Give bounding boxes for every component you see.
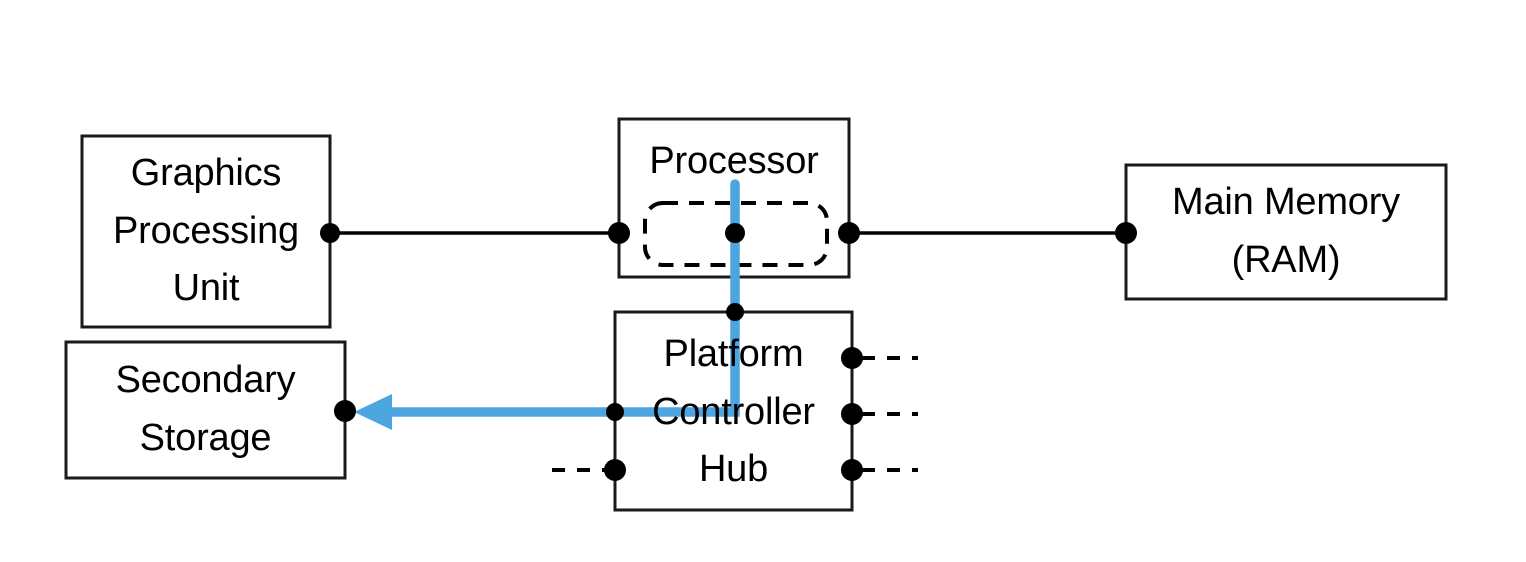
dot-processor-right: [838, 222, 860, 244]
dma-data-path-group[interactable]: [354, 179, 740, 430]
gpu-box[interactable]: [80, 134, 332, 329]
dot-pch-left-mid: [606, 403, 624, 421]
dot-pch-right-low: [841, 459, 863, 481]
dma-data-path-line[interactable]: [373, 179, 740, 417]
dot-pch-left-low: [604, 459, 626, 481]
dot-processor-center: [725, 223, 745, 243]
main-memory-box[interactable]: [1124, 163, 1448, 301]
dot-main-memory: [1115, 222, 1137, 244]
dma-data-path-arrowhead: [354, 394, 392, 430]
connector-dots-group: [320, 222, 1137, 481]
peripheral-stubs-group: [552, 356, 918, 472]
dot-gpu-bus: [320, 223, 340, 243]
secondary-storage-box[interactable]: [64, 340, 347, 480]
processor-core-region-dashed-rect: [643, 201, 829, 267]
dot-processor-left: [608, 222, 630, 244]
dot-pch-right-mid: [841, 403, 863, 425]
dot-pch-top: [726, 303, 744, 321]
dot-pch-right-top: [841, 347, 863, 369]
dot-secondary-storage: [334, 400, 356, 422]
